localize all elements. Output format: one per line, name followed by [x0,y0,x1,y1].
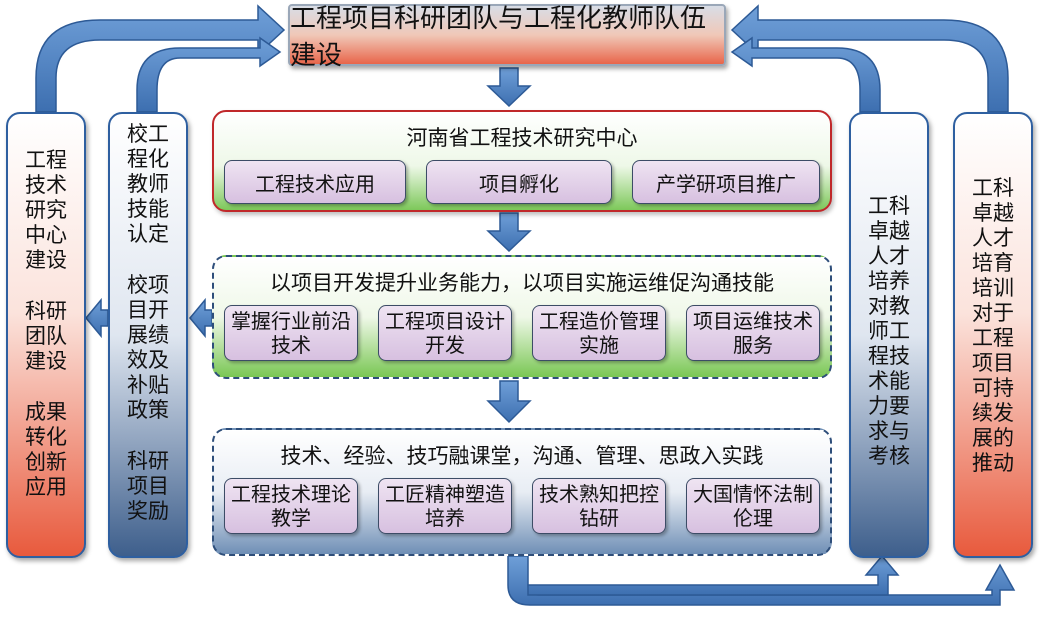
right-outer-column: 工科卓越人才培育培训对于工程项目可持续发展的推动 [953,112,1033,558]
left-outer-group-2: 科研团队建设 [25,299,67,373]
panel1-item-1: 工程技术应用 [224,160,406,204]
title-box: 工程项目科研团队与工程化教师队伍建设 [288,4,726,71]
panel2-item-3: 工程造价管理实施 [532,305,666,361]
panel3-item-1: 工程技术理论教学 [224,478,358,534]
left-inner-group-1: 校工程化教师技能认定 [127,122,169,246]
panel2-title: 以项目开发提升业务能力，以项目实施运维促沟通技能 [270,271,774,295]
panel3-title: 技术、经验、技巧融课堂，沟通、管理、思政入实践 [280,444,764,468]
down-arrow-2 [486,212,532,253]
curved-arrow-right-outer [730,4,1009,113]
panel2-item-2: 工程项目设计开发 [378,305,512,361]
curved-arrow-left-outer [35,4,286,113]
left-inner-column: 校工程化教师技能认定 校项目开展绩效及补贴政策 科研项目奖励 [108,112,188,558]
panel2-item-4: 项目运维技术服务 [686,305,820,361]
page-title: 工程项目科研团队与工程化教师队伍建设 [290,4,707,71]
panel3-item-2: 工匠精神塑造培养 [378,478,512,534]
right-outer-text: 工科卓越人才培育培训对于工程项目可持续发展的推动 [972,176,1014,475]
down-arrow-1 [486,67,532,108]
left-inner-group-2: 校项目开展绩效及补贴政策 [127,273,169,422]
panel3-item-4: 大国情怀法制伦理 [686,478,820,534]
left-outer-group-1: 工程技术研究中心建设 [25,148,67,272]
left-arrow-column [85,297,109,339]
panel1-title: 河南省工程技术研究中心 [406,126,638,150]
right-inner-text: 工科卓越人才培养对教师工程技术能力要求与考核 [868,194,910,468]
panel-research-center: 河南省工程技术研究中心 工程技术应用 项目孵化 产学研项目推广 [212,110,832,212]
panel3-item-3: 技术熟知把控钻研 [532,478,666,534]
curved-arrow-right-inner [730,36,881,113]
bottom-u-arrow [507,555,1016,606]
panel-project-development: 以项目开发提升业务能力，以项目实施运维促沟通技能 掌握行业前沿技术 工程项目设计… [212,255,832,379]
left-outer-group-3: 成果转化创新应用 [25,400,67,499]
left-arrow-panel [189,297,213,339]
left-outer-column: 工程技术研究中心建设 科研团队建设 成果转化创新应用 [6,112,86,558]
panel2-item-1: 掌握行业前沿技术 [224,305,358,361]
panel1-item-2: 项目孵化 [426,160,612,204]
down-arrow-3 [486,380,532,424]
bottom-u-arrow-branch [527,554,900,596]
panel-classroom-practice: 技术、经验、技巧融课堂，沟通、管理、思政入实践 工程技术理论教学 工匠精神塑造培… [212,428,832,556]
curved-arrow-left-inner [136,36,282,113]
panel1-item-3: 产学研项目推广 [632,160,820,204]
right-inner-column: 工科卓越人才培养对教师工程技术能力要求与考核 [849,112,929,558]
left-inner-group-3: 科研项目奖励 [127,449,169,523]
